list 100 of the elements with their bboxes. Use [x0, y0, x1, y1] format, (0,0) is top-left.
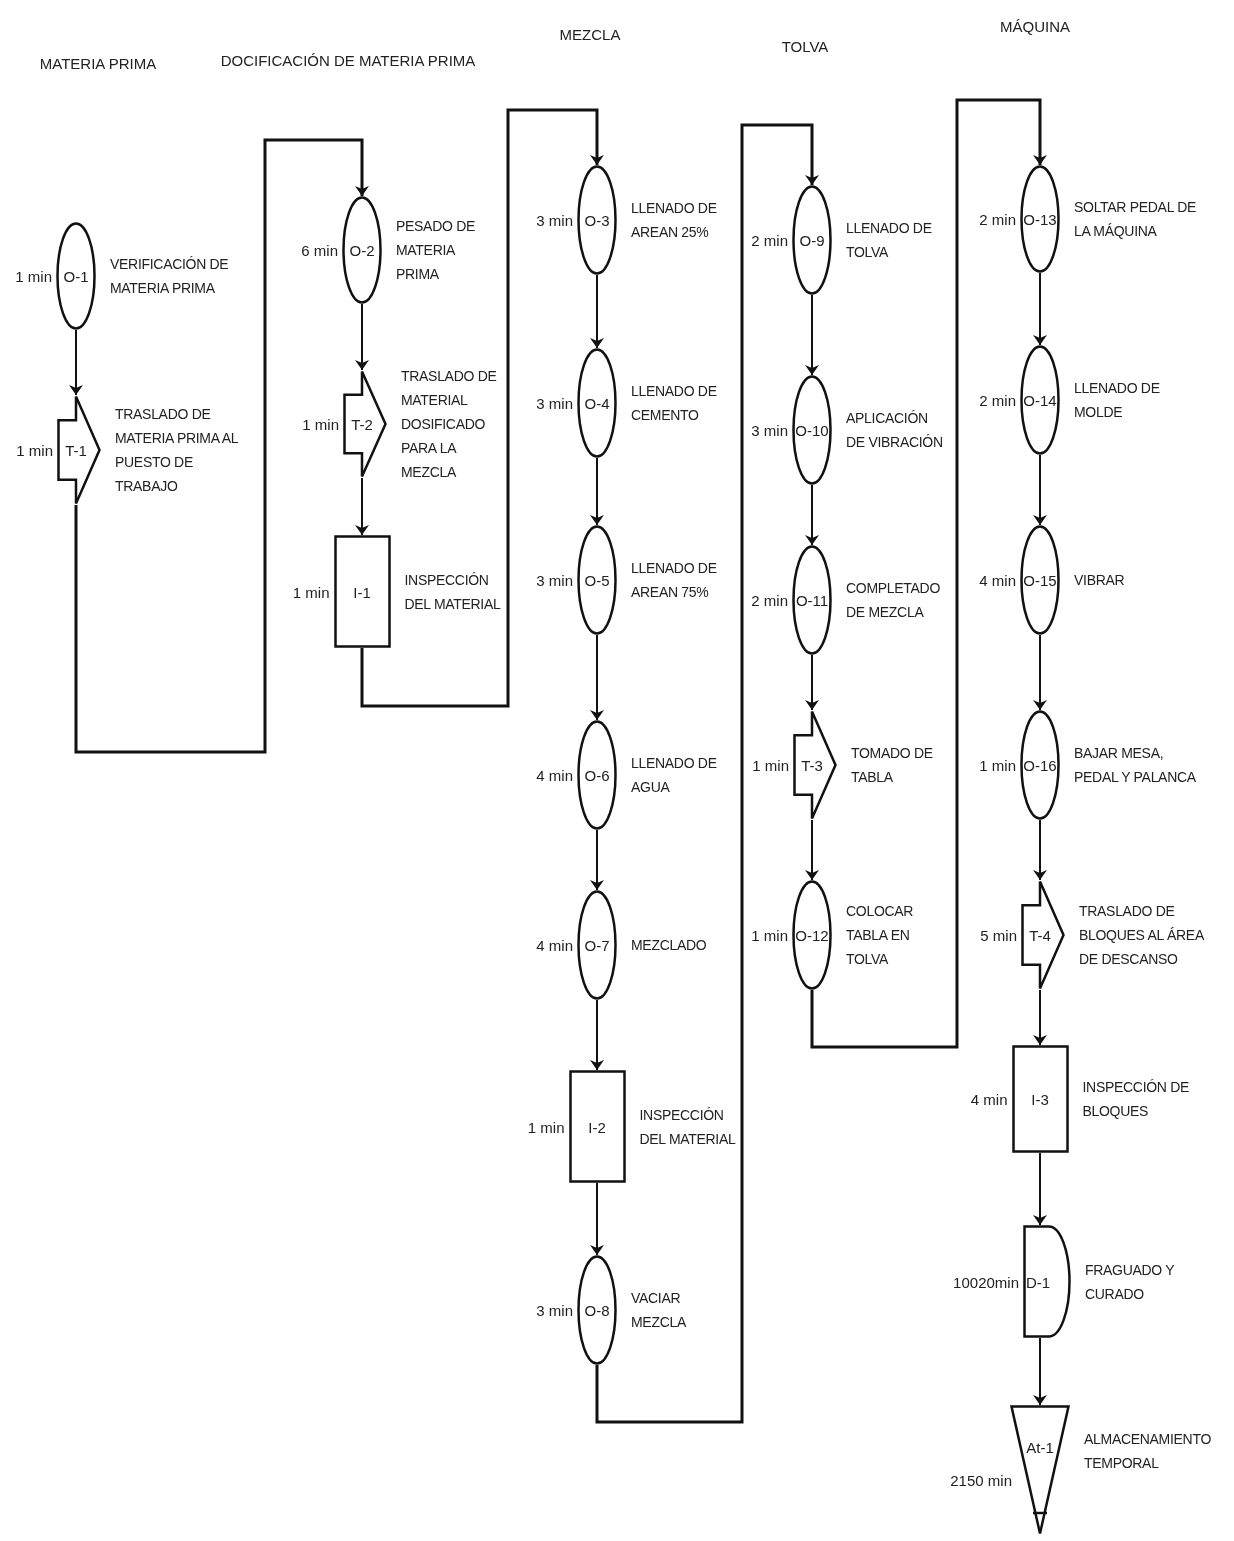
- step-code: O-3: [584, 211, 610, 229]
- step-description: MEZCLADO: [631, 936, 708, 955]
- flow-arrow: [805, 294, 819, 376]
- operation-circle: [56, 222, 96, 330]
- operation-circle: [577, 525, 617, 635]
- duration-label: 3 min: [751, 421, 788, 439]
- inspection-square: [568, 1070, 626, 1183]
- operation-circle: [1020, 345, 1060, 455]
- flow-arrow: [1033, 989, 1047, 1046]
- step-description: SOLTAR PEDAL DE LA MÁQUINA: [1074, 198, 1198, 241]
- step-code: O-11: [795, 591, 829, 609]
- duration-label: 1 min: [302, 415, 339, 433]
- step-code: O-12: [795, 926, 829, 944]
- step-description: PESADO DE MATERIA PRIMA: [396, 217, 476, 284]
- flow-arrow: [590, 829, 604, 891]
- step-description: LLENADO DE CEMENTO: [631, 382, 718, 425]
- flow-arrow: [74, 138, 369, 754]
- duration-label: 1 min: [527, 1118, 565, 1135]
- duration-label: 1 min: [979, 756, 1016, 774]
- step-code: T-1: [65, 441, 87, 459]
- operation-circle: [792, 185, 832, 295]
- flow-arrow: [1033, 1152, 1047, 1226]
- step-code: D-1: [1025, 1273, 1051, 1290]
- step-description: LLENADO DE TOLVA: [846, 219, 933, 262]
- operation-circle: [577, 165, 617, 275]
- step-code: O-4: [584, 394, 610, 412]
- transport-arrow: [57, 395, 101, 505]
- duration-label: 2150 min: [950, 1471, 1012, 1489]
- step-code: T-2: [351, 415, 373, 433]
- flow-arrow: [805, 484, 819, 546]
- step-description: TRASLADO DE MATERIAL DOSIFICADO PARA LA MEZCLA: [401, 367, 498, 482]
- flow-arrow: [590, 634, 604, 721]
- operation-circle: [792, 880, 832, 990]
- duration-label: 1 min: [16, 441, 53, 459]
- duration-label: 4 min: [536, 766, 573, 784]
- section-heading: MATERIA PRIMA: [39, 55, 157, 72]
- flow-arrow: [355, 303, 369, 371]
- operation-circle: [342, 196, 382, 304]
- step-code: O-6: [584, 766, 610, 784]
- duration-label: 4 min: [979, 571, 1016, 589]
- step-description: COLOCAR TABLA EN TOLVA: [846, 902, 915, 969]
- step-code: T-4: [1029, 926, 1051, 944]
- transport-arrow: [1021, 880, 1065, 990]
- step-code: O-13: [1023, 210, 1057, 228]
- step-code: O-1: [63, 267, 89, 285]
- duration-label: 1 min: [292, 583, 330, 600]
- flow-arrow: [1033, 272, 1047, 346]
- flow-arrow: [590, 274, 604, 349]
- flow-arrow: [1033, 634, 1047, 711]
- operation-circle: [577, 348, 617, 458]
- step-code: O-9: [799, 231, 825, 249]
- inspection-square: [1011, 1045, 1069, 1153]
- duration-label: 2 min: [979, 210, 1016, 228]
- duration-label: 1 min: [15, 267, 52, 285]
- step-code: O-10: [795, 421, 829, 439]
- duration-label: 10020min: [953, 1273, 1019, 1290]
- step-description: FRAGUADO Y CURADO: [1085, 1260, 1176, 1304]
- step-description: APLICACIÓN DE VIBRACIÓN: [846, 409, 944, 452]
- step-description: TRASLADO DE BLOQUES AL ÁREA DE DESCANSO: [1079, 902, 1205, 969]
- operation-circle: [792, 545, 832, 655]
- step-description: VERIFICACIÓN DE MATERIA PRIMA: [110, 255, 230, 298]
- step-code: T-3: [801, 756, 823, 774]
- duration-label: 3 min: [536, 394, 573, 412]
- section-heading: MEZCLA: [559, 26, 621, 43]
- operation-circle: [1020, 710, 1060, 820]
- flow-arrow: [590, 1182, 604, 1256]
- operation-circle: [1020, 525, 1060, 635]
- operation-circle: [792, 375, 832, 485]
- operation-circle: [577, 720, 617, 830]
- section-heading: MÁQUINA: [1000, 18, 1070, 35]
- flow-arrow: [1033, 819, 1047, 881]
- flow-arrow: [810, 98, 1047, 1049]
- step-code: O-15: [1023, 571, 1057, 589]
- flow-arrow: [1033, 1337, 1047, 1406]
- section-heading: DOCIFICACIÓN DE MATERIA PRIMA: [220, 52, 476, 69]
- storage-triangle: [1010, 1405, 1070, 1535]
- duration-label: 4 min: [536, 936, 573, 954]
- flow-arrow: [360, 108, 604, 708]
- step-code: O-5: [584, 571, 610, 589]
- step-code: O-16: [1023, 756, 1057, 774]
- flow-arrow: [69, 329, 83, 396]
- step-description: LLENADO DE AREAN 75%: [631, 559, 718, 602]
- step-description: TRASLADO DE MATERIA PRIMA AL PUESTO DE TRABAJO: [115, 405, 239, 496]
- step-code: O-14: [1023, 391, 1057, 409]
- step-description: VACIAR MEZCLA: [631, 1289, 687, 1332]
- step-description: COMPLETADO DE MEZCLA: [846, 579, 941, 622]
- step-code: I-3: [1031, 1090, 1049, 1108]
- step-description: LLENADO DE AGUA: [631, 754, 718, 797]
- flow-arrow: [805, 819, 819, 881]
- step-description: BAJAR MESA, PEDAL Y PALANCA: [1074, 744, 1197, 787]
- step-description: INSPECCIÓN DE BLOQUES: [1082, 1078, 1191, 1121]
- operation-circle: [1020, 165, 1060, 273]
- flow-arrow: [590, 999, 604, 1071]
- step-code: O-8: [584, 1301, 610, 1319]
- duration-label: 5 min: [980, 926, 1017, 944]
- transport-arrow: [343, 370, 387, 478]
- duration-label: 3 min: [536, 1301, 573, 1319]
- transport-arrow: [793, 710, 837, 820]
- duration-label: 4 min: [970, 1090, 1008, 1108]
- step-description: LLENADO DE AREAN 25%: [631, 199, 718, 242]
